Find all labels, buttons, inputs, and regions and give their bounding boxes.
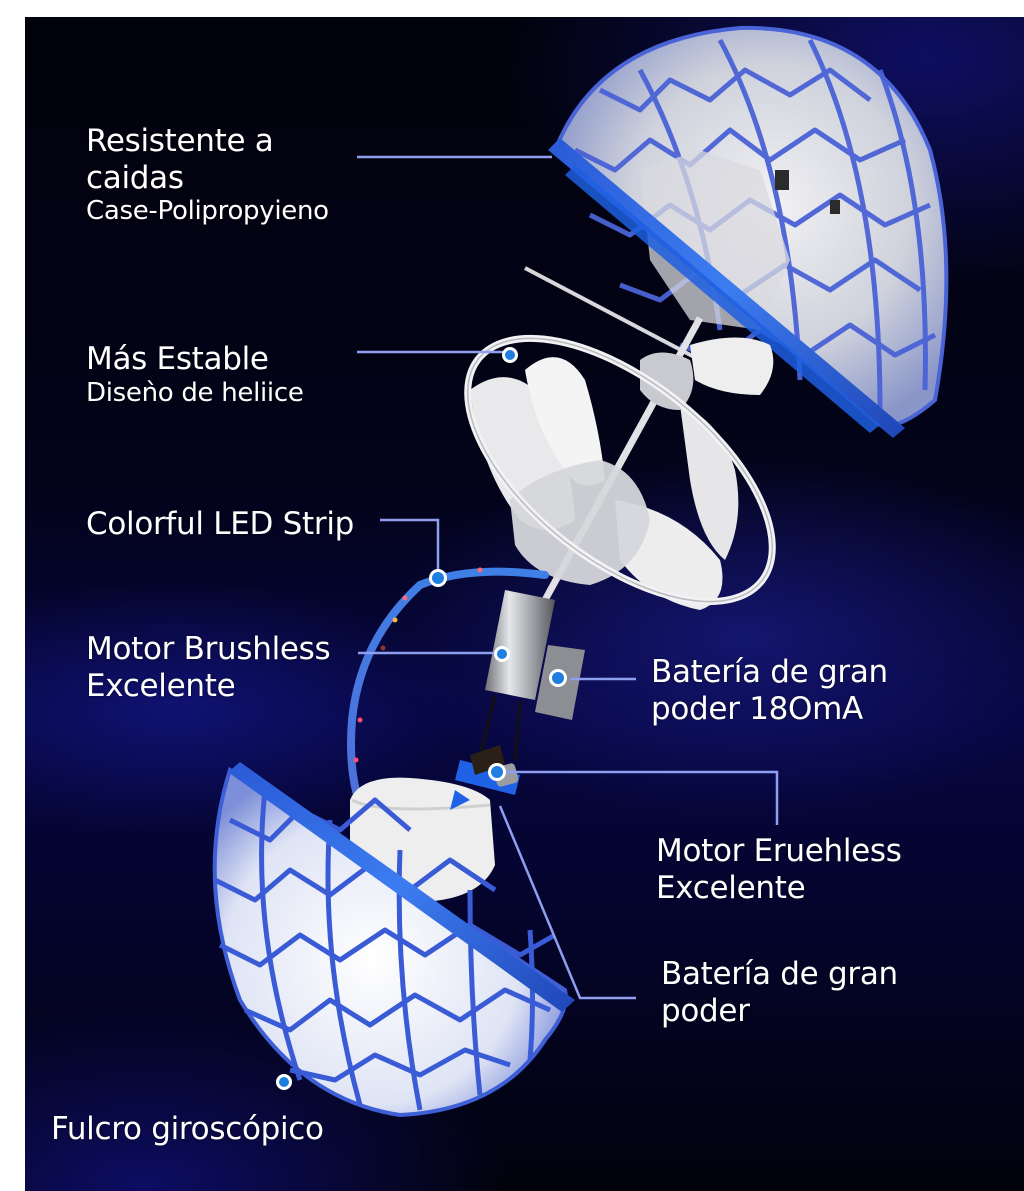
marker-gyro-dot-icon xyxy=(276,1074,292,1090)
marker-motor-left-dot-icon xyxy=(494,646,510,662)
callout-motor-right: Motor Eruehless Excelente xyxy=(656,833,902,906)
callout-shell: Resistente a caidas Case-Polipropyieno xyxy=(86,123,329,227)
callout-motor-right-title: Motor Eruehless xyxy=(656,833,902,869)
callout-battery-180: Batería de gran poder 18OmA xyxy=(651,654,888,727)
callout-lines xyxy=(357,155,779,1000)
callout-line-motor-right xyxy=(505,770,779,825)
callout-gyro: Fulcro giroscópico xyxy=(51,1111,324,1148)
markers xyxy=(276,347,567,1090)
marker-motor-right-dot-icon xyxy=(488,763,506,781)
callout-line-battery xyxy=(498,805,636,1000)
callout-gyro-title: Fulcro giroscópico xyxy=(51,1111,324,1147)
bottom-cage-hemisphere xyxy=(212,762,575,1118)
callout-motor-left-title: Motor Brushless xyxy=(86,631,331,667)
callout-battery-180-title: Batería de gran xyxy=(651,654,888,690)
callout-battery-title-line2: poder xyxy=(661,992,750,1029)
callout-motor-left-title-line2: Excelente xyxy=(86,667,236,704)
marker-led-dot-icon xyxy=(429,569,447,587)
callout-propeller-title: Más Estable xyxy=(86,341,269,377)
callout-propeller-subtitle: Diseǹo de heliice xyxy=(86,377,304,408)
marker-battery-180-dot-icon xyxy=(549,669,567,687)
callout-battery: Batería de gran poder xyxy=(661,956,898,1029)
callout-motor-left: Motor Brushless Excelente xyxy=(86,631,331,704)
callout-shell-subtitle: Case-Polipropyieno xyxy=(86,196,329,227)
callout-battery-title: Batería de gran xyxy=(661,956,898,992)
callout-shell-title: Resistente a xyxy=(86,123,274,159)
callout-line-led xyxy=(380,518,440,575)
callout-led: Colorful LED Strip xyxy=(86,506,354,543)
top-cage-hemisphere xyxy=(548,25,949,438)
callout-battery-180-title-line2: poder 18OmA xyxy=(651,690,863,727)
callout-led-title: Colorful LED Strip xyxy=(86,506,355,542)
marker-propeller-dot-icon xyxy=(502,347,518,363)
led-strip xyxy=(347,567,549,809)
callout-propeller: Más Estable Diseǹo de heliice xyxy=(86,341,304,408)
callout-motor-right-title-line2: Excelente xyxy=(656,869,806,906)
callout-shell-title-line2: caidas xyxy=(86,159,184,196)
propeller-ring xyxy=(464,266,776,610)
